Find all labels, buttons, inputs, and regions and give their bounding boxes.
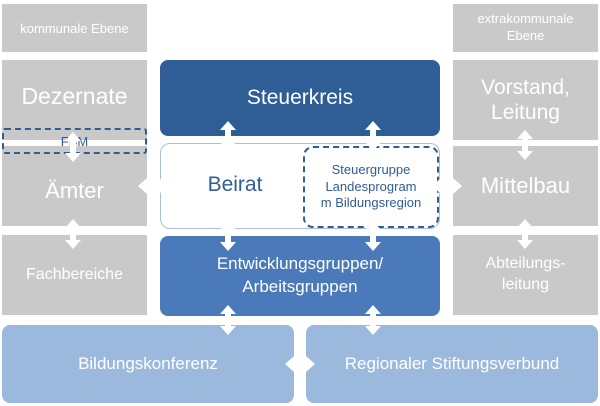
arrow-dezernate-aemter — [65, 132, 81, 162]
stiftungsverbund-box: Regionaler Stiftungsverbund — [306, 325, 598, 403]
steuerkreis-box: Steuerkreis — [160, 60, 440, 136]
dezernate-box: Dezernate — [2, 60, 147, 140]
fachbereiche-box: Fachbereiche — [2, 235, 147, 315]
abteilungsleitung-label: Abteilungs- leitung — [485, 255, 566, 293]
arrow-beirat-mittelbau — [432, 178, 462, 194]
entwicklungsgruppen-label: Entwicklungsgruppen/ Arbeitsgruppen — [216, 254, 384, 296]
extrakommunale-ebene-header: extrakommunale Ebene — [453, 4, 598, 52]
arrow-steuerkreis-beirat-left — [220, 121, 236, 151]
aemter-label: Ämter — [45, 178, 104, 203]
kommunale-ebene-header: kommunale Ebene — [2, 4, 147, 52]
stiftungsverbund-label: Regionaler Stiftungsverbund — [344, 354, 560, 373]
bildungskonferenz-box: Bildungskonferenz — [2, 325, 294, 403]
arrow-aemter-fachbereiche — [65, 219, 81, 249]
beirat-title: Beirat — [180, 160, 290, 210]
mittelbau-label: Mittelbau — [480, 173, 571, 198]
beirat-box — [160, 143, 440, 229]
vorstand-label: Vorstand, Leitung — [481, 75, 570, 124]
vorstand-box: Vorstand, Leitung — [453, 60, 598, 140]
arrow-bildungskonferenz-stiftungsverbund — [285, 356, 315, 372]
arrow-steuerkreis-beirat-right — [365, 121, 381, 151]
steuerkreis-label: Steuerkreis — [246, 86, 354, 109]
arrow-vorstand-mittelbau — [517, 130, 533, 160]
extrakommunale-ebene-label: extrakommunale Ebene — [477, 11, 574, 43]
arrow-entwicklung-stiftungsverbund — [365, 305, 381, 335]
beirat-label: Beirat — [207, 173, 263, 196]
dezernate-label: Dezernate — [21, 82, 128, 109]
arrow-beirat-entwicklung-left — [220, 221, 236, 251]
bildungskonferenz-label: Bildungskonferenz — [78, 354, 218, 373]
fachbereiche-label: Fachbereiche — [26, 266, 123, 283]
arrow-entwicklung-bildungskonferenz — [220, 305, 236, 335]
arrow-aemter-beirat — [138, 178, 168, 194]
kommunale-ebene-label: kommunale Ebene — [20, 20, 129, 36]
arrow-mittelbau-abteilung — [517, 219, 533, 249]
entwicklungsgruppen-box: Entwicklungsgruppen/ Arbeitsgruppen — [160, 236, 440, 316]
steuergruppe-label: Steuergruppe Landesprogram m Bildungsreg… — [320, 161, 422, 211]
arrow-beirat-entwicklung-right — [365, 221, 381, 251]
